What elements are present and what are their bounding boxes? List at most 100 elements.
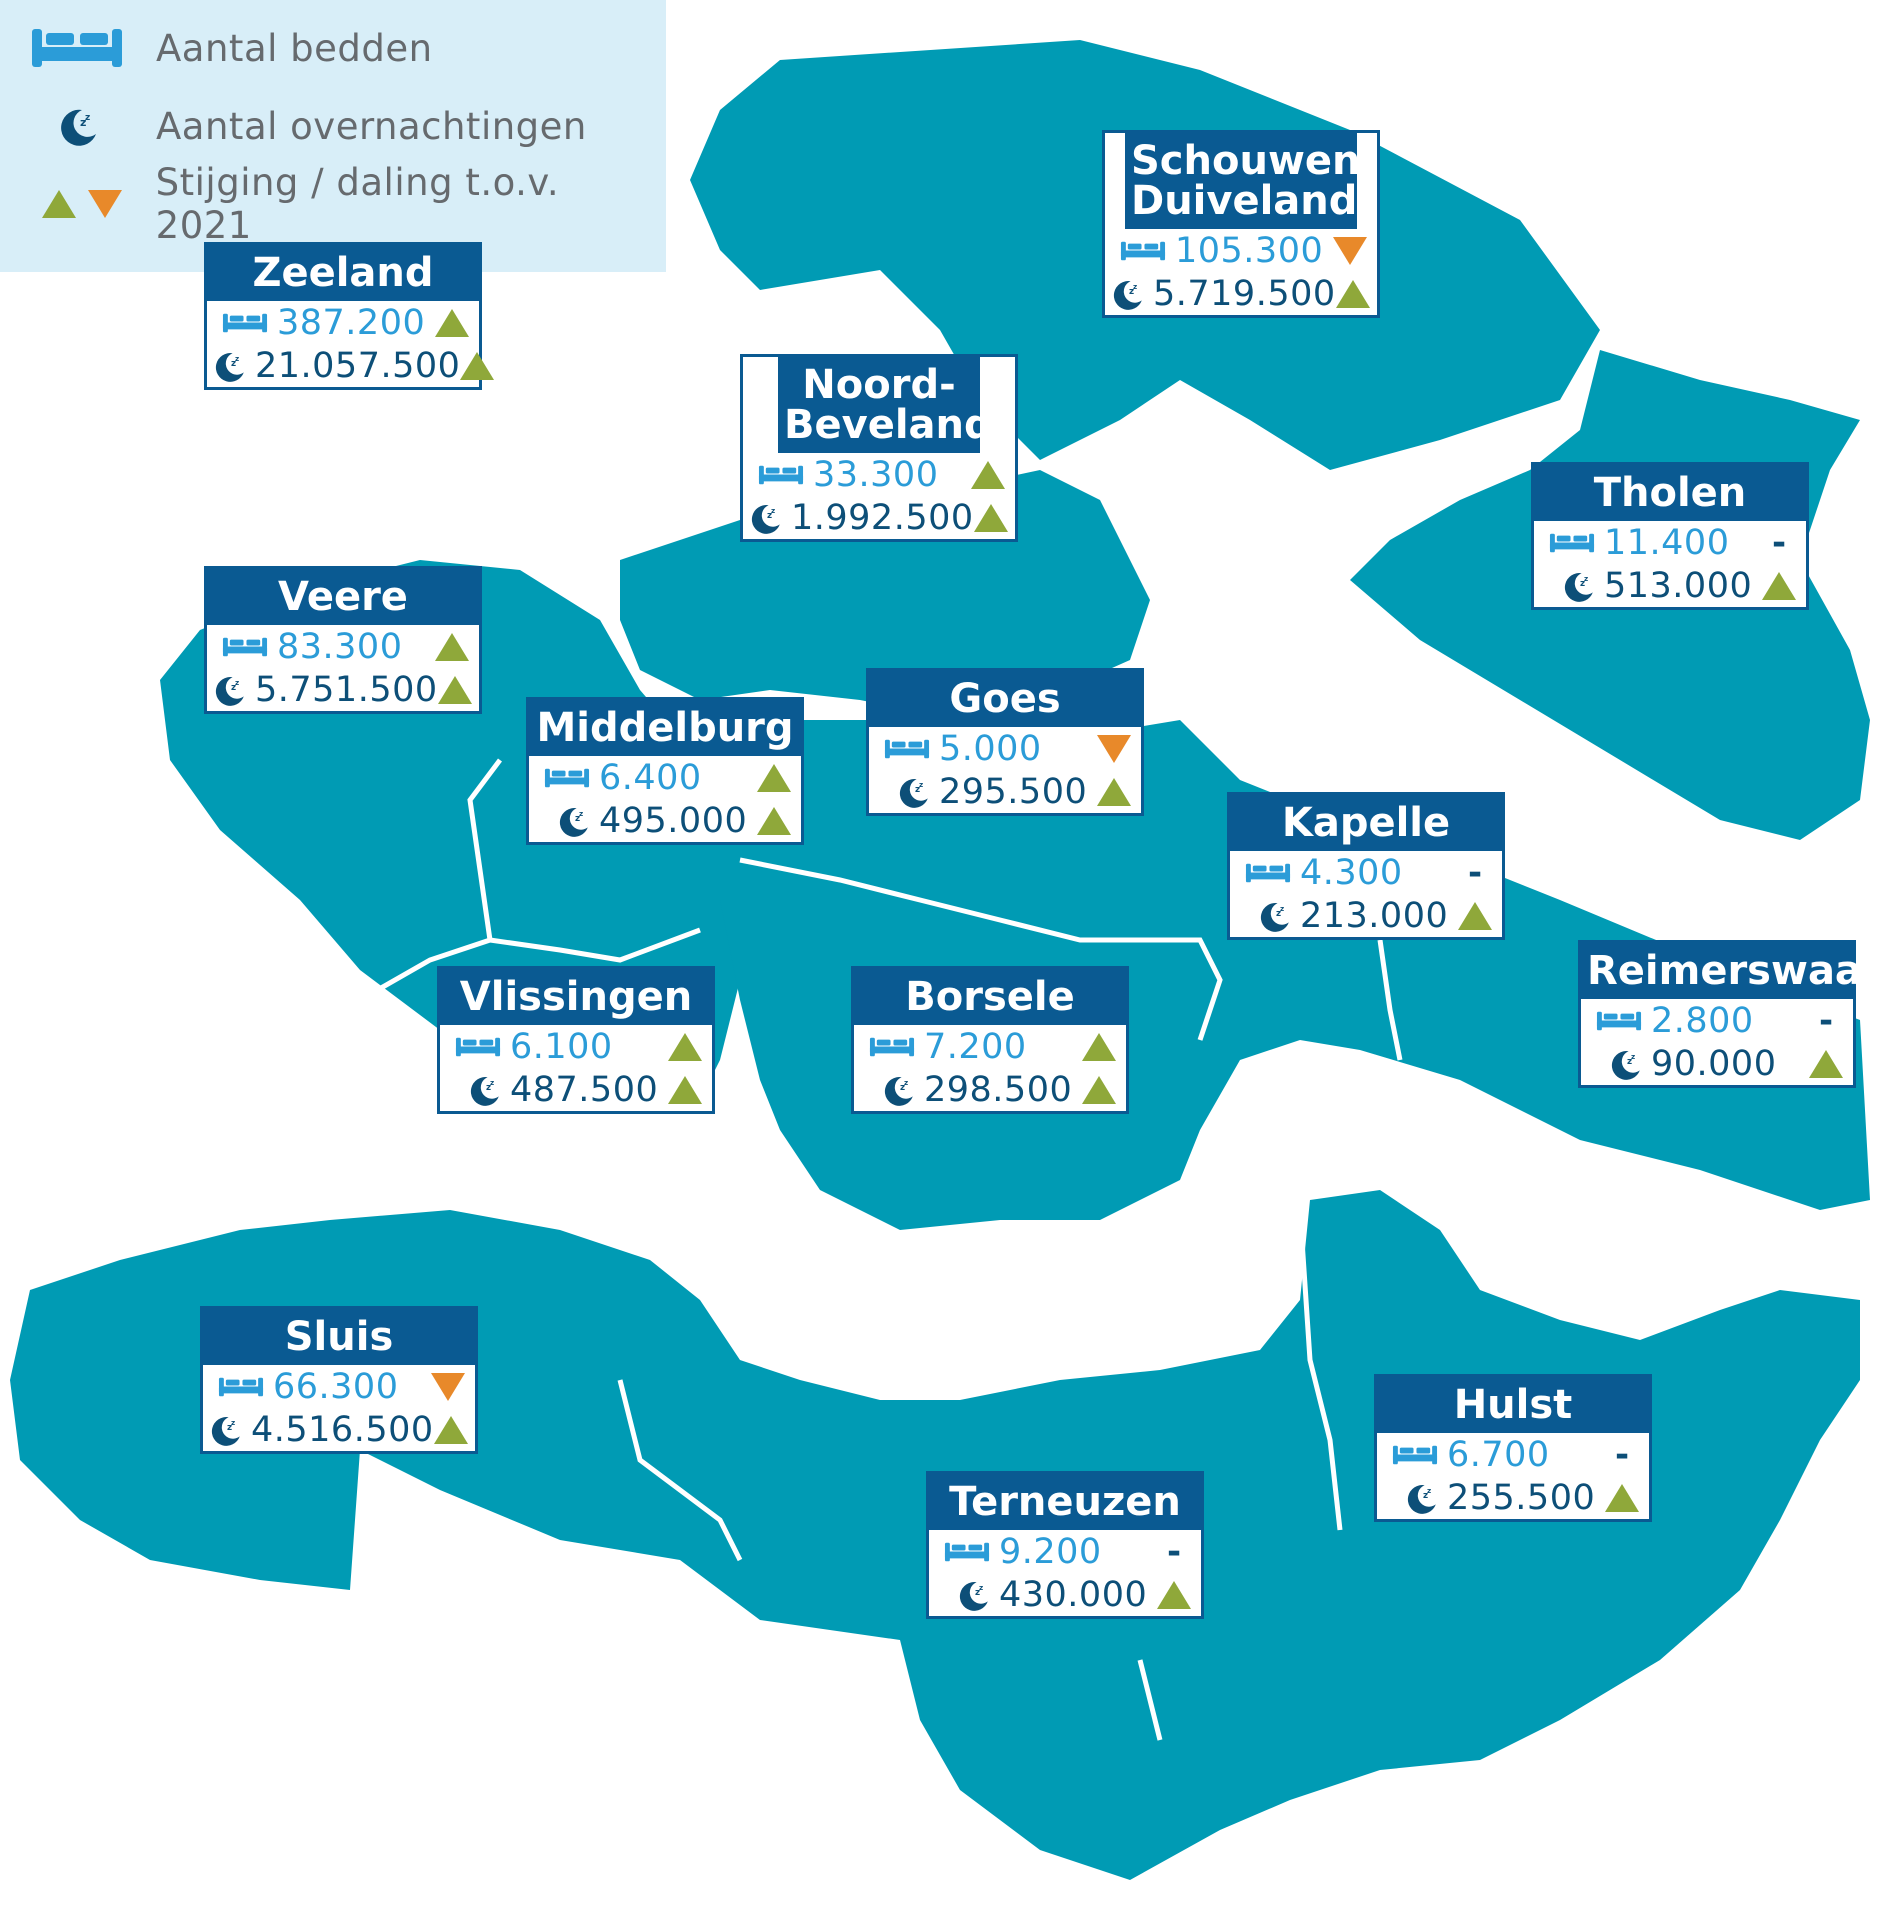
region-name: Sluis bbox=[203, 1309, 475, 1365]
beds-trend bbox=[969, 460, 1007, 489]
nights-trend bbox=[1335, 279, 1370, 308]
beds-value: 5.000 bbox=[939, 728, 1042, 769]
triangle-up-icon bbox=[435, 632, 469, 661]
beds-value: 387.200 bbox=[277, 302, 426, 343]
triangle-up-icon bbox=[668, 1075, 702, 1104]
trend-icons bbox=[28, 190, 156, 218]
nights-trend bbox=[1807, 1049, 1845, 1078]
bed-icon bbox=[215, 635, 277, 659]
bed-icon bbox=[537, 766, 599, 790]
bed-icon bbox=[211, 1375, 273, 1399]
triangle-up-icon bbox=[1458, 901, 1492, 930]
legend-nights-label: Aantal overnachtingen bbox=[156, 104, 587, 148]
nights-value: 4.516.500 bbox=[251, 1409, 434, 1450]
triangle-down-icon bbox=[88, 190, 122, 218]
svg-text:z: z bbox=[1280, 904, 1284, 913]
legend-beds: Aantal bedden bbox=[28, 22, 433, 74]
beds-value: 4.300 bbox=[1300, 852, 1403, 893]
nights-trend bbox=[437, 675, 472, 704]
legend-trend-label: Stijging / daling t.o.v. 2021 bbox=[155, 161, 560, 247]
legend-nights: z z Aantal overnachtingen bbox=[28, 100, 587, 152]
beds-trend bbox=[433, 308, 471, 337]
svg-text:z: z bbox=[575, 814, 580, 824]
triangle-up-icon bbox=[1809, 1049, 1843, 1078]
svg-text:z: z bbox=[80, 116, 86, 129]
beds-value: 9.200 bbox=[999, 1531, 1102, 1572]
bed-icon bbox=[1385, 1443, 1447, 1467]
beds-trend bbox=[1080, 1032, 1118, 1061]
svg-text:z: z bbox=[1423, 1491, 1428, 1501]
triangle-up-icon bbox=[42, 190, 76, 218]
nights-value: 295.500 bbox=[939, 771, 1088, 812]
triangle-up-icon bbox=[971, 460, 1005, 489]
svg-text:z: z bbox=[235, 354, 239, 363]
nights-value: 255.500 bbox=[1447, 1477, 1596, 1518]
legend-trend: Stijging / daling t.o.v. 2021 bbox=[28, 161, 666, 247]
svg-text:z: z bbox=[1631, 1052, 1635, 1061]
nights-value: 1.992.500 bbox=[791, 497, 974, 538]
region-name: Veere bbox=[207, 569, 479, 625]
region-name: Kapelle bbox=[1230, 795, 1502, 851]
bed-icon bbox=[877, 737, 939, 761]
nights-value: 513.000 bbox=[1604, 565, 1753, 606]
region-name: Hulst bbox=[1377, 1377, 1649, 1433]
nights-value: 21.057.500 bbox=[255, 345, 461, 386]
bed-icon bbox=[1589, 1009, 1651, 1033]
triangle-down-icon bbox=[1333, 236, 1367, 265]
svg-text:z: z bbox=[900, 1083, 905, 1093]
svg-text:z: z bbox=[1627, 1057, 1632, 1067]
bed-icon bbox=[215, 311, 277, 335]
nights-value: 298.500 bbox=[924, 1069, 1073, 1110]
region-name: Goes bbox=[869, 671, 1141, 727]
nights-value: 5.719.500 bbox=[1153, 273, 1336, 314]
triangle-up-icon bbox=[1082, 1075, 1116, 1104]
nights-value: 430.000 bbox=[999, 1574, 1148, 1615]
moon-sleep-icon: z z bbox=[28, 106, 156, 146]
svg-text:z: z bbox=[904, 1078, 908, 1087]
triangle-up-icon bbox=[1762, 571, 1796, 600]
triangle-up-icon bbox=[433, 1415, 468, 1444]
beds-trend: - bbox=[1818, 1000, 1834, 1041]
bed-icon bbox=[28, 25, 156, 71]
nights-trend bbox=[973, 503, 1008, 532]
triangle-up-icon bbox=[757, 806, 791, 835]
triangle-up-icon bbox=[1605, 1483, 1639, 1512]
nights-trend bbox=[460, 351, 495, 380]
nights-trend bbox=[1155, 1580, 1193, 1609]
nights-trend bbox=[1603, 1483, 1641, 1512]
triangle-up-icon bbox=[1157, 1580, 1191, 1609]
triangle-up-icon bbox=[437, 675, 472, 704]
svg-text:z: z bbox=[1580, 579, 1585, 589]
beds-trend: - bbox=[1771, 522, 1787, 563]
beds-value: 6.700 bbox=[1447, 1434, 1550, 1475]
svg-text:z: z bbox=[231, 683, 236, 693]
svg-text:z: z bbox=[231, 1418, 235, 1427]
svg-text:z: z bbox=[919, 780, 923, 789]
triangle-up-icon bbox=[1097, 777, 1131, 806]
svg-text:z: z bbox=[1584, 574, 1588, 583]
nights-value: 487.500 bbox=[510, 1069, 659, 1110]
beds-trend bbox=[429, 1372, 467, 1401]
svg-text:z: z bbox=[490, 1078, 494, 1087]
triangle-up-icon bbox=[435, 308, 469, 337]
nights-trend bbox=[666, 1075, 704, 1104]
svg-text:z: z bbox=[767, 511, 772, 521]
